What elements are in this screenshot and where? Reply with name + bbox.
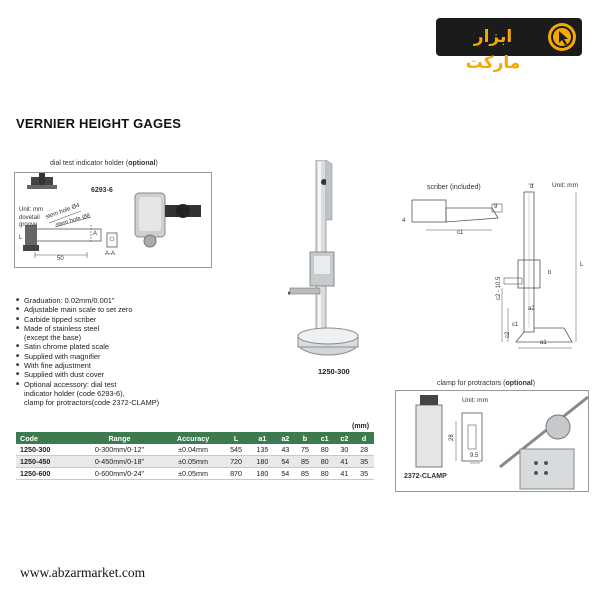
dim-b-label: b [548, 270, 552, 276]
table-cell: 0-300mm/0-12" [75, 444, 164, 456]
table-cell: 0-600mm/0-24" [75, 467, 164, 480]
right-unit: Unit: mm [552, 182, 578, 189]
table-cell: 180 [249, 455, 276, 468]
dim-9-label: 9 [494, 204, 498, 210]
column-header: c1 [314, 432, 335, 444]
dimension-diagram [411, 183, 577, 349]
column-header: a1 [249, 432, 276, 444]
section-a-label: A [93, 231, 98, 237]
clamp-caption: clamp for protractors (optional) [437, 380, 536, 387]
table-cell: 41 [334, 467, 355, 480]
column-header: d [354, 432, 374, 444]
logo-text: ابزار مارکت [465, 27, 521, 73]
feature-item: Made of stainless steel [16, 324, 246, 334]
table-cell: 0-450mm/0-18" [75, 455, 164, 468]
table-cell: ±0.04mm [163, 444, 223, 456]
holder-illustration: 6293-6 Unit: mm dovetail groove stem hol… [14, 172, 212, 268]
table-cell: ±0.05mm [163, 455, 223, 468]
table-cell: 85 [295, 455, 315, 468]
dim-c2-105-label: c2 - 10.5 [496, 276, 502, 300]
column-header: L [222, 432, 250, 444]
height-gage-image [288, 160, 359, 356]
clamp-drawing [415, 395, 588, 490]
column-header: b [295, 432, 315, 444]
table-cell: 80 [314, 444, 335, 456]
table-cell: 54 [275, 467, 296, 480]
feature-item: Optional accessory: dial test [16, 380, 246, 390]
dim-a2-label: a2 [528, 306, 535, 312]
dim-50-label: 50 [57, 256, 64, 262]
feature-item: Adjustable main scale to set zero [16, 305, 246, 315]
dim-4-label: 4 [402, 218, 406, 224]
feature-item: indicator holder (code 6293-6), [24, 388, 125, 398]
column-header: Code [16, 432, 76, 444]
table-cell: 135 [249, 444, 276, 456]
feature-item: Supplied with magnifier [16, 352, 246, 362]
dim-a1-label: a1 [540, 340, 547, 346]
feature-item: clamp for protractors(code 2372-CLAMP) [24, 398, 160, 408]
table-cell: 30 [334, 444, 355, 456]
brand-logo[interactable]: ابزار مارکت [436, 18, 582, 73]
table-cell: ±0.05mm [163, 467, 223, 480]
dim-c1-label: c1 [457, 230, 464, 236]
feature-item: Supplied with dust cover [16, 370, 246, 380]
column-header: Range [75, 432, 164, 444]
column-header: a2 [275, 432, 296, 444]
dim-d-label: d [530, 184, 534, 190]
dim-c2-label: c2 [505, 331, 511, 338]
feature-item: (except the base) [24, 333, 82, 343]
column-header: c2 [334, 432, 355, 444]
dovetail-label: dovetail [19, 215, 40, 221]
clamp-dim-28: 28 [449, 434, 455, 441]
scriber-caption: scriber (included) [427, 184, 481, 191]
table-cell: 35 [354, 467, 374, 480]
column-header: Accuracy [163, 432, 223, 444]
features-list: Graduation: 0.02mm/0.001"Adjustable main… [16, 296, 246, 408]
feature-item: Satin chrome plated scale [16, 342, 246, 352]
page-title: VERNIER HEIGHT GAGES [16, 116, 182, 131]
holder-code: 6293-6 [91, 187, 113, 194]
logo-cursor-icon [548, 23, 576, 51]
table-cell: 870 [222, 467, 250, 480]
holder-drawing [23, 173, 201, 258]
feature-item: With fine adjustment [16, 361, 246, 371]
table-cell: 35 [354, 455, 374, 468]
table-cell: 85 [295, 467, 315, 480]
table-unit-note: (mm) [352, 423, 370, 430]
gage-model-caption: 1250-300 [318, 367, 350, 376]
table-cell: 180 [249, 467, 276, 480]
holder-caption: dial test indicator holder (optional) [50, 160, 158, 167]
dim-c1-lower-label: c1 [512, 322, 519, 328]
feature-item: Carbide tipped scriber [16, 315, 246, 325]
row-code-cell: 1250-600 [16, 467, 76, 480]
table-cell: 80 [314, 467, 335, 480]
clamp-dim-95: 9.5 [470, 453, 479, 459]
website-url[interactable]: www.abzarmarket.com [20, 565, 146, 580]
table-cell: 720 [222, 455, 250, 468]
table-cell: 80 [314, 455, 335, 468]
dim-l-label: L [580, 262, 584, 268]
clamp-illustration: Unit: mm 2372-CLAMP 28 9.5 [395, 390, 589, 492]
length-l-label: L [19, 235, 23, 241]
table-cell: 43 [275, 444, 296, 456]
table-cell: 41 [334, 455, 355, 468]
holder-unit: Unit: mm [19, 207, 43, 213]
table-cell: 545 [222, 444, 250, 456]
groove-label: groove [19, 222, 38, 228]
table-cell: 75 [295, 444, 315, 456]
row-code-cell: 1250-450 [16, 455, 76, 468]
row-code-cell: 1250-300 [16, 444, 76, 456]
clamp-unit: Unit: mm [462, 397, 488, 404]
feature-item: Graduation: 0.02mm/0.001" [16, 296, 246, 306]
clamp-code: 2372-CLAMP [404, 473, 447, 480]
table-cell: 54 [275, 455, 296, 468]
section-aa-label: A-A [105, 251, 116, 257]
table-cell: 28 [354, 444, 374, 456]
